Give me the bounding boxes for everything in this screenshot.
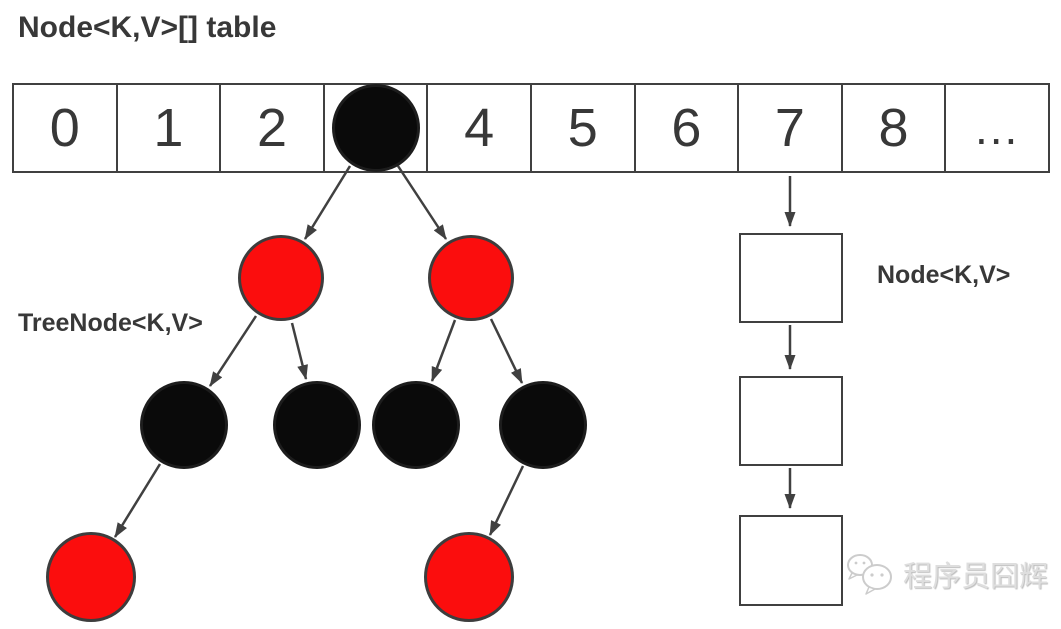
watermark: 程序员囧辉 <box>845 552 1048 596</box>
tree-node-type-label: TreeNode<K,V> <box>18 309 203 337</box>
tree-node-black-left-right <box>273 381 361 469</box>
tree-root-node-black <box>332 84 420 172</box>
array-cell-1: 1 <box>118 85 222 171</box>
tree-node-red-bottom-right <box>424 532 514 622</box>
edge-black1-to-red-bottom-left <box>113 463 162 538</box>
array-cell-8: 8 <box>843 85 947 171</box>
list-node-type-label: Node<K,V> <box>877 261 1011 289</box>
edge-black4-to-red-bottom-right <box>488 465 525 536</box>
edge-redleft-to-black2 <box>290 322 308 380</box>
edge-root-to-red-left <box>303 165 352 240</box>
diagram-title: Node<K,V>[] table <box>18 11 277 44</box>
list-node-box-2 <box>739 376 843 466</box>
edge-redleft-to-black1 <box>208 315 258 387</box>
tree-node-red-right <box>428 235 514 321</box>
tree-node-black-left-left <box>140 381 228 469</box>
chat-bubbles-icon <box>847 554 892 595</box>
bucket-array: 0 1 2 4 5 6 7 8 ... <box>12 83 1050 173</box>
array-cell-6: 6 <box>636 85 740 171</box>
array-cell-0: 0 <box>14 85 118 171</box>
watermark-text: 程序员囧辉 <box>903 561 1049 593</box>
array-cell-7: 7 <box>739 85 843 171</box>
array-cell-3 <box>325 85 429 171</box>
array-cell-2: 2 <box>221 85 325 171</box>
tree-node-black-right-left <box>372 381 460 469</box>
list-node-box-3 <box>739 515 843 606</box>
array-cell-4: 4 <box>428 85 532 171</box>
tree-node-red-left <box>238 235 324 321</box>
list-node-box-1 <box>739 233 843 323</box>
edge-root-to-red-right <box>396 165 448 240</box>
edge-redright-to-black4 <box>489 318 524 384</box>
array-cell-5: 5 <box>532 85 636 171</box>
array-cell-ellipsis: ... <box>974 102 1020 154</box>
tree-node-black-right-right <box>499 381 587 469</box>
tree-node-red-bottom-left <box>46 532 136 622</box>
edge-redright-to-black3 <box>430 319 457 382</box>
